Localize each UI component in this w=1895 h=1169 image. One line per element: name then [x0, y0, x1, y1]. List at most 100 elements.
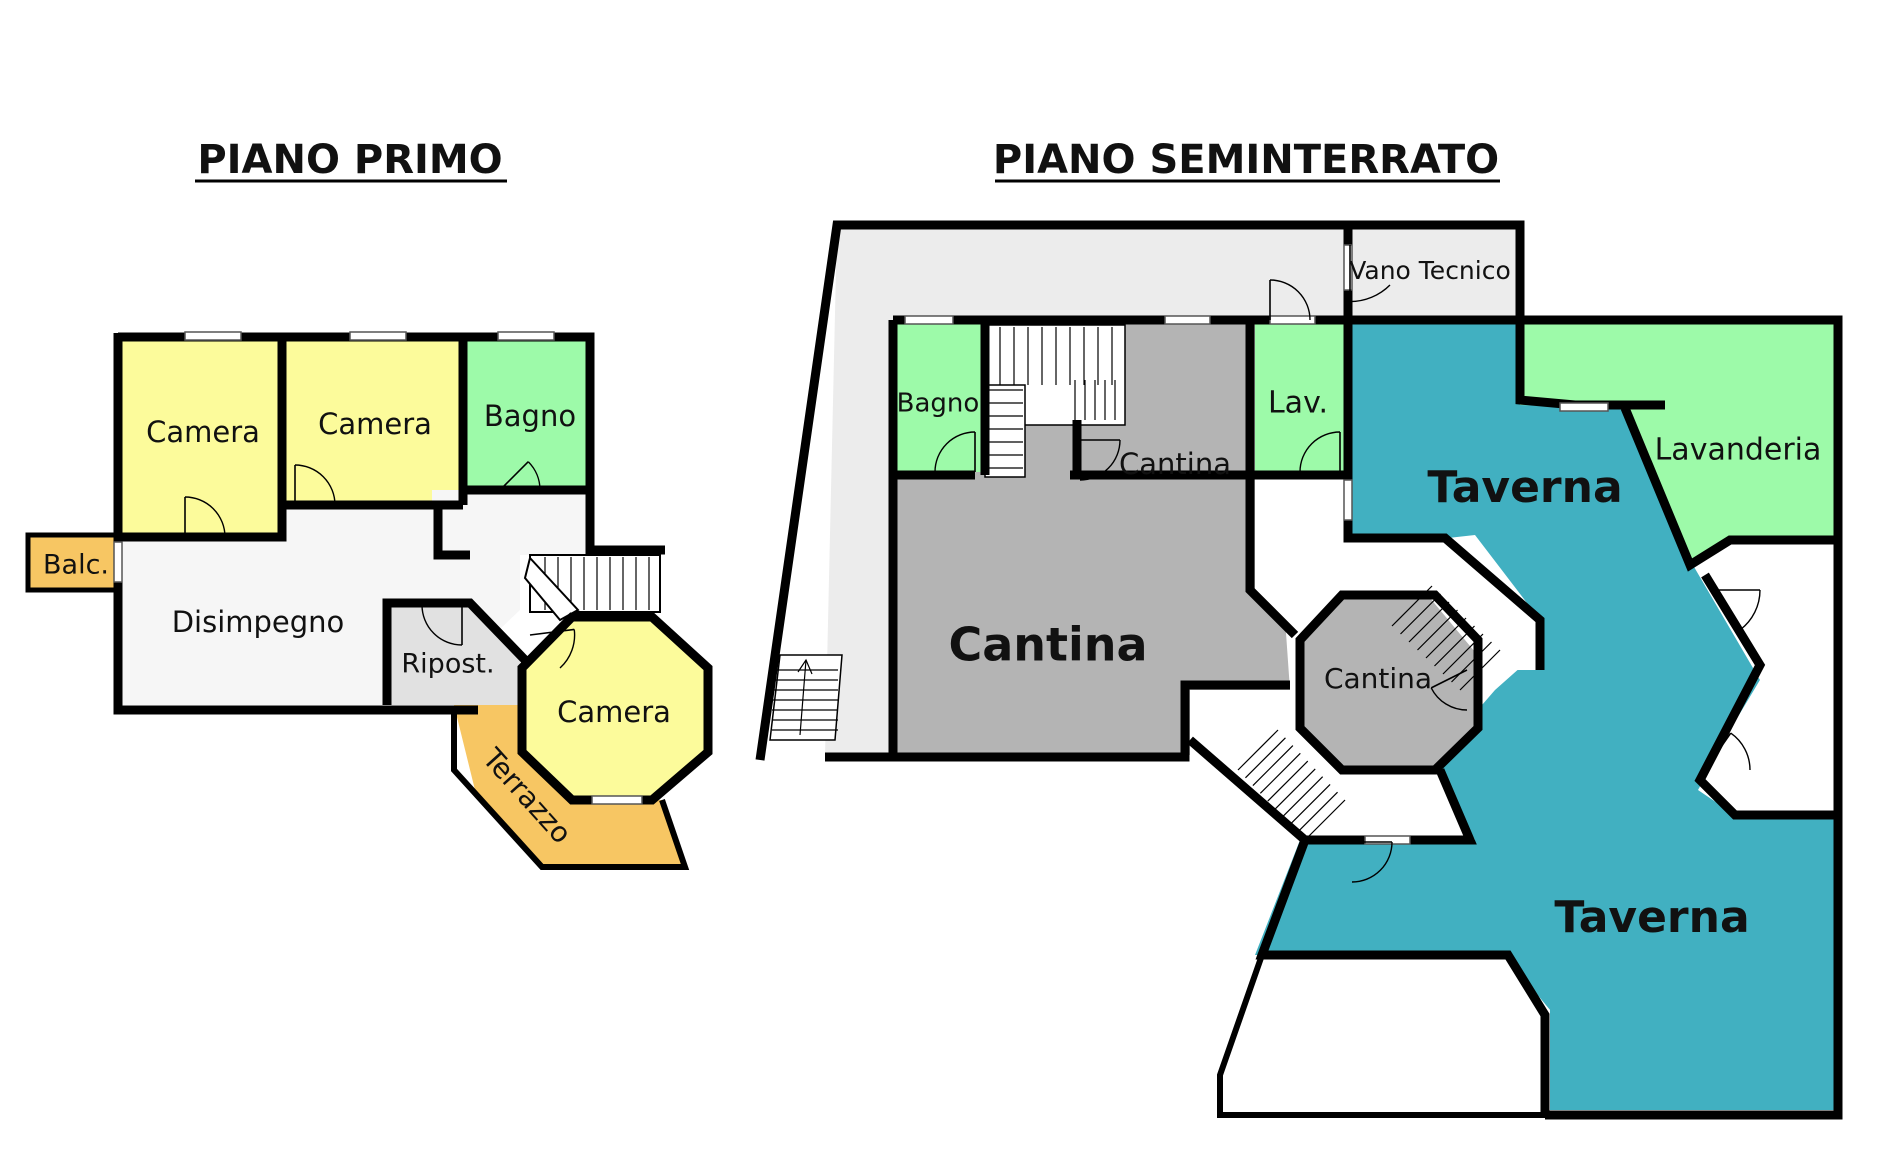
window-camera-1 [184, 331, 242, 341]
window-bagno-basement [904, 315, 954, 325]
room-fill-taverna [1255, 320, 1838, 1110]
window-camera-3-bottom [591, 795, 643, 805]
label-bagno-basement: Bagno [897, 389, 980, 419]
wall-taverna-bottom-left [1255, 838, 1550, 1115]
wall-bottom-left-area [1217, 954, 1545, 1118]
label-lavanderia: Lavanderia [1655, 433, 1822, 468]
wall-first-floor-top [118, 332, 595, 490]
label-camera-1: Camera [146, 415, 260, 449]
door-leaf [529, 628, 575, 636]
wall-octagon-camera [517, 612, 713, 805]
stair-tread [1274, 768, 1316, 810]
room-fill-bottom-left-area [1220, 960, 1550, 1115]
wall-basement-top-right [893, 315, 1843, 1120]
stair-tread [1245, 737, 1286, 779]
door-swing-arc [1351, 841, 1393, 883]
room-fill-lav-passage [1255, 472, 1348, 630]
door-swing-arc [559, 629, 576, 669]
door-swing-arc [421, 604, 463, 646]
stair-tread [1237, 729, 1279, 771]
label-taverna-1: Taverna [1427, 462, 1622, 513]
room-fill-vano-tecnico [1348, 225, 1520, 320]
door-bagno-primo[interactable] [499, 461, 541, 491]
stair-tread [1451, 641, 1492, 683]
door-swing-arc [1730, 732, 1751, 771]
door-bagno-basement[interactable] [934, 431, 976, 473]
door-vano-corridor[interactable] [1269, 279, 1311, 321]
door-vano-tecnico[interactable] [1349, 245, 1391, 303]
door-leaf [1430, 669, 1468, 689]
first-floor-plan: Balc. Camera Camera Bagno Disimpegno Rip… [25, 331, 713, 870]
label-cantina-octagon: Cantina [1324, 662, 1432, 695]
room-fill-cantina-octagon [1300, 595, 1478, 770]
room-fill-ripostiglio [387, 605, 520, 705]
wall-lavanderia-diagonal [1620, 406, 1838, 572]
basement-stairs-diagonal [1237, 585, 1501, 841]
door-swing-arc [1269, 279, 1311, 321]
first-floor-stairs [523, 554, 661, 622]
door-swing-arc [1349, 284, 1391, 303]
stair-tread [1304, 799, 1346, 841]
door-swing-arc [1299, 431, 1341, 473]
wall-stairs-top [585, 490, 665, 555]
wall-first-floor-left [113, 333, 478, 715]
window-cantina-small [1164, 315, 1211, 325]
title-piano-primo: PIANO PRIMO [197, 137, 502, 183]
window-vano-tecnico [1343, 244, 1353, 291]
label-taverna-2: Taverna [1554, 892, 1749, 943]
wall-basement-outer-top [755, 220, 1525, 761]
door-swing-arc [527, 461, 541, 491]
room-fill-bagno-basement [895, 322, 983, 472]
wall-terrazzo [451, 710, 690, 870]
window-lav-passage [1343, 479, 1353, 521]
window-taverna-lavanderia [1559, 402, 1609, 412]
door-camera-1[interactable] [184, 496, 226, 538]
wall-cantina-bottom [893, 680, 1290, 762]
door-right-pocket-1[interactable] [1710, 589, 1761, 631]
door-swing-arc [934, 431, 976, 473]
door-swing-arc [1079, 439, 1121, 481]
door-leaf [1704, 732, 1732, 771]
window-lav [1269, 315, 1316, 325]
stair-tread [1400, 593, 1441, 635]
wall-bedroom-bottom [118, 500, 463, 542]
door-cantina-small[interactable] [1079, 439, 1121, 481]
room-fill-bagno-piano-primo [465, 337, 588, 487]
door-lav[interactable] [1299, 431, 1341, 473]
label-cantina-small: Cantina [1119, 447, 1231, 481]
window-camera-2 [349, 331, 407, 341]
door-swing-arc [294, 464, 336, 506]
label-balcone: Balc. [43, 550, 109, 581]
window-bagno-primo [497, 331, 555, 341]
stair-tread [1289, 784, 1331, 825]
stair-tread [1252, 745, 1294, 786]
title-piano-seminterrato: PIANO SEMINTERRATO [993, 137, 1499, 183]
door-camera-3[interactable] [529, 628, 576, 669]
wall-right-pocket [1694, 572, 1838, 820]
window-taverna-lower [1364, 835, 1411, 845]
label-lav: Lav. [1268, 386, 1328, 421]
wall-lavanderia-top [1515, 320, 1665, 410]
wall-corridor-notch [433, 505, 470, 560]
label-camera-3: Camera [557, 695, 671, 729]
wall-ripostiglio [382, 598, 529, 705]
stair-tread [1282, 776, 1324, 818]
door-camera-2[interactable] [294, 464, 336, 506]
room-fill-camera-2 [285, 337, 460, 507]
basement-plan: Vano Tecnico Bagno Cantina Lav. Lavander… [755, 220, 1843, 1120]
door-ripostiglio[interactable] [421, 604, 463, 646]
wall-lav-left [1245, 320, 1299, 639]
room-fill-terrazzo [454, 705, 685, 865]
door-cantina-octagon[interactable] [1430, 669, 1468, 711]
door-swing-arc [184, 496, 226, 538]
room-fill-camera-1 [118, 337, 280, 537]
room-fill-lavanderia [1520, 322, 1838, 565]
label-cantina-main: Cantina [948, 618, 1147, 672]
door-taverna-lower[interactable] [1351, 841, 1393, 883]
label-ripostiglio: Ripost. [401, 649, 494, 680]
door-right-pocket-2[interactable] [1704, 732, 1751, 771]
room-fill-camera-3 [522, 617, 708, 800]
stair-tread [1259, 752, 1301, 794]
